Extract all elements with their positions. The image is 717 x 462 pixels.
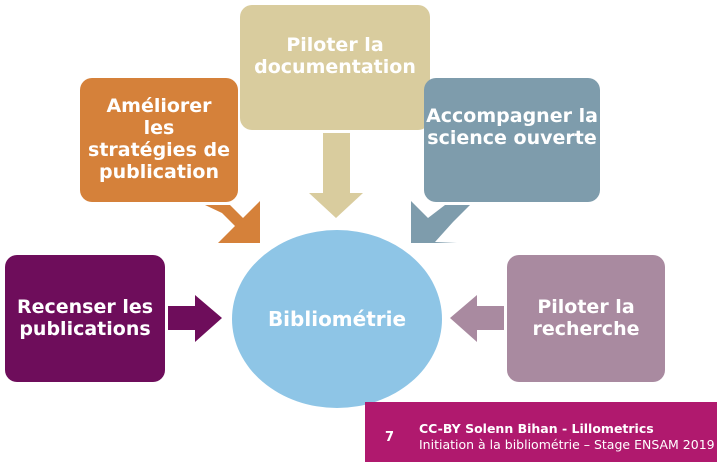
arrow-from-research xyxy=(450,295,504,342)
box-research: Piloter la recherche xyxy=(507,255,665,382)
box-publications: Recenser les publications xyxy=(5,255,165,382)
arrow-from-publications xyxy=(168,295,222,342)
page-number: 7 xyxy=(385,430,395,445)
box-publication-strategies: Améliorer les stratégies de publication xyxy=(80,78,238,202)
box-open-science: Accompagner la science ouverte xyxy=(424,78,600,202)
box-label: Piloter la recherche xyxy=(532,295,640,340)
box-label: Accompagner la science ouverte xyxy=(426,105,598,149)
box-documentation: Piloter la documentation xyxy=(240,5,430,130)
footer-subtitle: Initiation à la bibliométrie – Stage ENS… xyxy=(419,437,715,452)
box-label: Améliorer les stratégies de publication xyxy=(88,95,230,183)
footer-bar: 7 CC-BY Solenn Bihan - Lillometrics Init… xyxy=(365,402,717,462)
arrow-from-documentation xyxy=(309,133,363,218)
arrow-from-open-science xyxy=(411,201,470,243)
box-label: Piloter la documentation xyxy=(254,34,416,78)
center-ellipse xyxy=(232,230,442,408)
center-label: Bibliométrie xyxy=(267,307,407,331)
footer-credit: CC-BY Solenn Bihan - Lillometrics xyxy=(419,421,654,436)
box-label: Recenser les publications xyxy=(16,295,154,340)
arrow-from-strategies xyxy=(205,201,260,243)
